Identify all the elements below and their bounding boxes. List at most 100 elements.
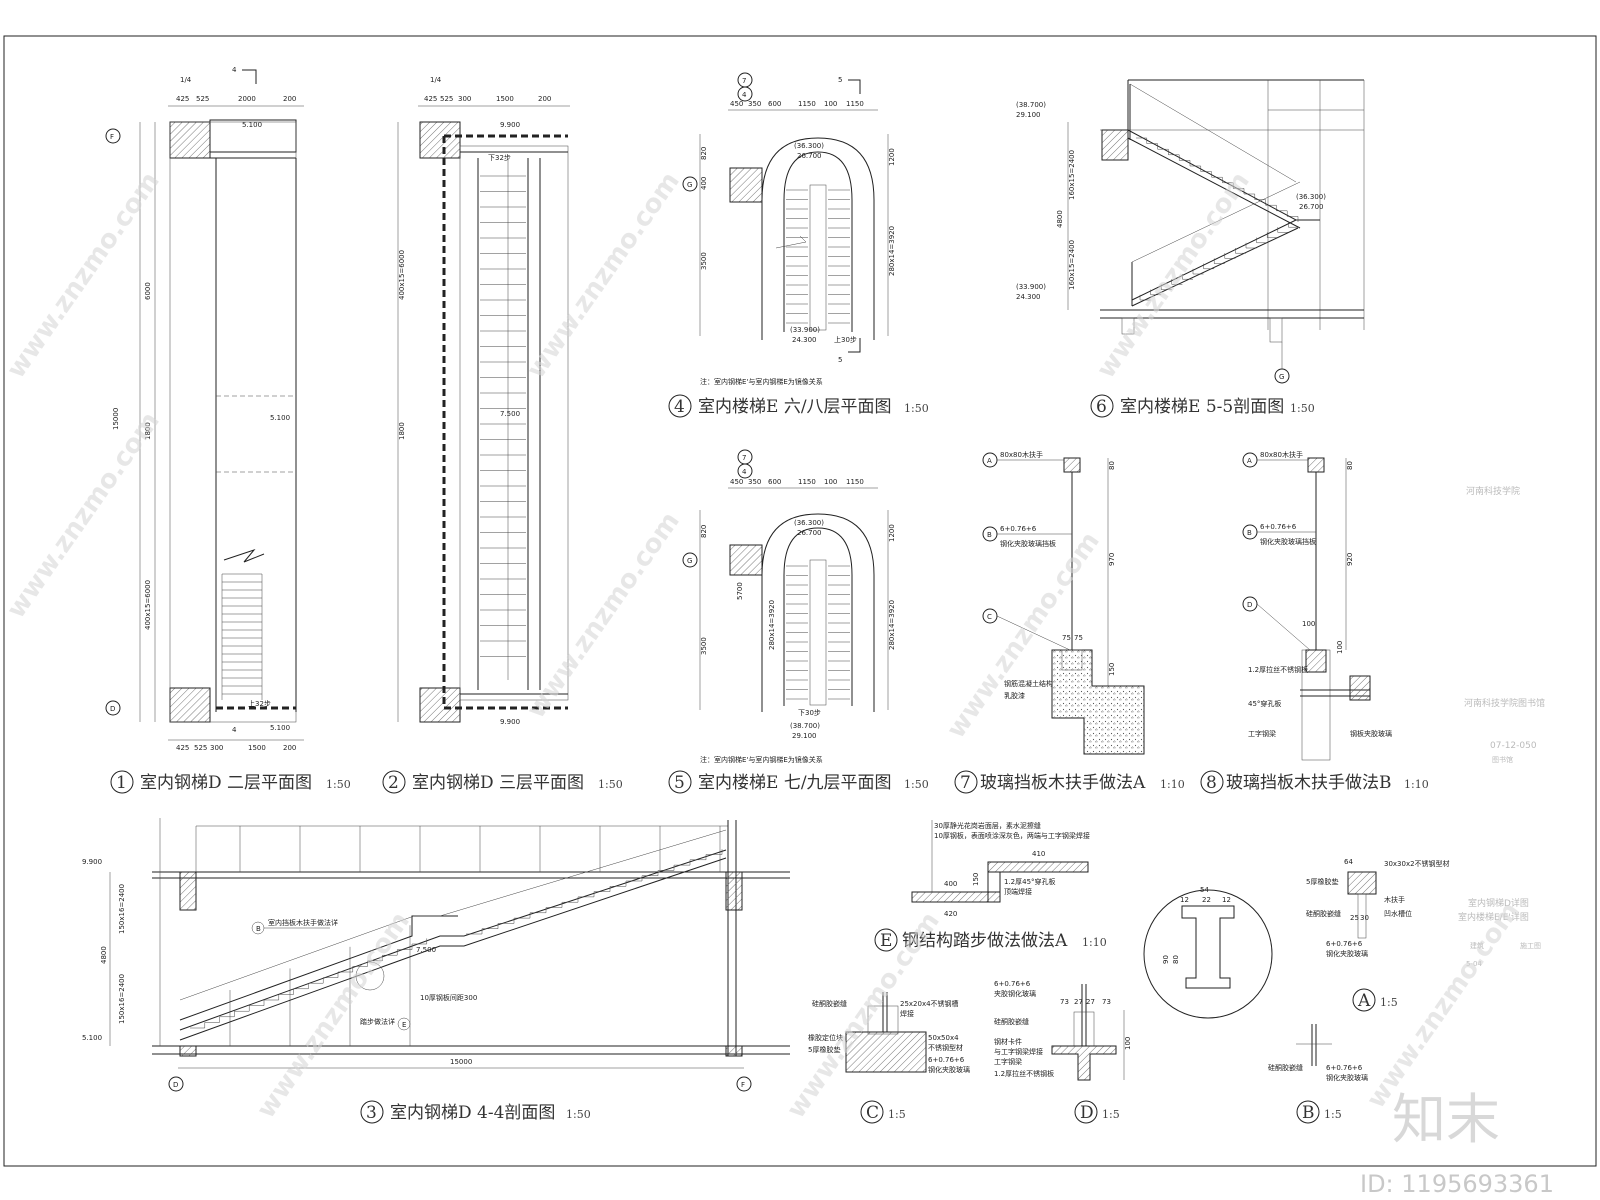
section-mark: 4 (232, 66, 237, 74)
label-text: 钢板夹胶玻璃 (1350, 729, 1392, 738)
title-number: 6 (1096, 397, 1107, 417)
drawing-title: 玻璃挡板木扶手做法A (980, 773, 1146, 793)
label-text: 焊接 (900, 1009, 914, 1018)
label-text: 木扶手 (1384, 895, 1405, 904)
label-text: 5厚橡胶垫 (1306, 877, 1338, 886)
label-text: 硅酮胶嵌缝 (1306, 909, 1341, 918)
title-d: D 1:5 (1074, 1100, 1120, 1124)
title-1: 1 室内钢梯D 二层平面图 1:50 (110, 770, 351, 794)
dim-text: 525 (196, 95, 209, 103)
dim-text: 920 (1346, 553, 1354, 566)
elev-label: 5.100 (242, 121, 262, 129)
label-text: 1.2厚45°穿孔板 (1004, 877, 1056, 886)
dim-text: 80 (1172, 955, 1180, 964)
label-text: 凹水槽位 (1384, 909, 1412, 918)
drawing-scale: 1:10 (1404, 778, 1429, 791)
detail-8-handrail-b: A 80x80木扶手 B 6+0.76+6 钢化夹胶玻璃挡板 D 1.2厚拉丝不… (1242, 450, 1392, 761)
drawing-scale: 1:5 (1102, 1108, 1120, 1121)
dim-text: 4800 (100, 946, 108, 964)
label-text: 钢材卡件 (994, 1037, 1022, 1046)
label-text: 6+0.76+6 (1326, 940, 1363, 948)
title-page: 5-04 (1466, 960, 1482, 968)
title-number: E (880, 931, 892, 951)
elev-label: 26.700 (797, 529, 822, 537)
detail-c-glass-base: 硅酮胶嵌缝 25x20x4不锈钢槽 焊接 50x50x4 不锈钢型材 橡胶定位块… (808, 992, 970, 1074)
dim-text: 400 (700, 177, 708, 190)
dim-text: 75 (1062, 634, 1071, 642)
dim-text: 600 (768, 478, 781, 486)
dim-text: 5700 (736, 582, 744, 600)
dim-text: 280x14=3920 (888, 226, 896, 276)
dim-text: 400x15=6000 (144, 580, 152, 630)
svg-text:D: D (1247, 601, 1252, 609)
label-text: 50x50x4 (928, 1034, 959, 1042)
title-label: 图书馆 (1492, 755, 1513, 764)
svg-text:B: B (987, 531, 992, 539)
label-text: 30厚静光花岗岩面层，素水泥擦缝 (934, 821, 1041, 830)
drawing-title: 钢结构踏步做法做法A (902, 931, 1068, 951)
dim-text: 150x16=2400 (118, 884, 126, 934)
section-3-4-4: 9.900 7.500 5.100 150x16=2400 4800 150x1… (82, 818, 790, 1092)
watermark-logo: 知末 (1392, 1088, 1500, 1151)
note-text: 注：室内钢梯E'与室内钢梯E为镜像关系 (700, 377, 823, 386)
dim-text: 54 (1200, 886, 1209, 894)
drawing-scale: 1:5 (1380, 996, 1398, 1009)
axis-label: 4 (742, 468, 747, 476)
label-text: 6+0.76+6 (928, 1056, 965, 1064)
axis-bubble-d (105, 700, 121, 716)
dim-text: 3500 (700, 637, 708, 655)
watermark-url: www.znzmo.com (1091, 167, 1256, 384)
axis-label: 1/4 (430, 76, 442, 84)
dim-text: 425 (424, 95, 437, 103)
label-text: 80x80木扶手 (1260, 450, 1303, 459)
detail-b-glass-joint: 硅酮胶嵌缝 6+0.76+6 钢化夹胶玻璃 (1268, 1024, 1368, 1082)
label-text: 钢化夹胶玻璃挡板 (1000, 539, 1056, 548)
label-text: 硅酮胶嵌缝 (1268, 1063, 1303, 1072)
label-text: 6+0.76+6 (1326, 1064, 1363, 1072)
axis-label: 7 (742, 77, 746, 85)
title-dept: 河南科技学院图书馆 (1464, 697, 1545, 709)
watermark-url: www.znzmo.com (1, 167, 166, 384)
drawing-title: 室内钢梯D 二层平面图 (140, 773, 312, 793)
label-text: 6+0.76+6 (994, 980, 1031, 988)
dim-text: 400 (944, 880, 957, 888)
dim-text: 73 (1102, 998, 1111, 1006)
title-7: 7 玻璃挡板木扶手做法A 1:10 (954, 770, 1185, 794)
section-mark: 5 (838, 76, 842, 84)
label-text: 钢筋混凝土结构 (1004, 679, 1053, 688)
dim-text: 600 (768, 100, 781, 108)
elev-label: 9.900 (500, 718, 520, 726)
label-text: 1.2厚拉丝不锈钢板 (994, 1069, 1054, 1078)
dim-text: 410 (1032, 850, 1045, 858)
label-text: 橡胶定位块 (808, 1033, 843, 1042)
dim-text: 420 (944, 910, 957, 918)
drawing-scale: 1:10 (1160, 778, 1185, 791)
detail-7-handrail-a: A 80x80木扶手 B 6+0.76+6 钢化夹胶玻璃挡板 C 钢筋混凝土结构… (982, 450, 1145, 755)
axis-label: 7 (742, 454, 746, 462)
dim-text: 150 (972, 873, 980, 886)
dim-text: 12 (1180, 896, 1189, 904)
svg-text:E: E (402, 1021, 406, 1029)
drawing-scale: 1:50 (904, 778, 929, 791)
detail-a-handrail-section: 64 30x30x2不锈钢型材 5厚橡胶垫 木扶手 硅酮胶嵌缝 凹水槽位 6+0… (1306, 858, 1450, 958)
dim-text: 1200 (888, 524, 896, 542)
steps-label: 下32步 (488, 154, 511, 162)
label-text: 钢化夹胶玻璃挡板 (1260, 537, 1316, 546)
title-number: 3 (366, 1103, 377, 1123)
dim-text: 15000 (112, 408, 120, 430)
elev-label: 24.300 (1016, 293, 1041, 301)
drawing-title: 玻璃挡板木扶手做法B (1226, 773, 1392, 793)
axis-label: 1/4 (180, 76, 192, 84)
plan-2-third-floor: 425 525 300 1500 200 1/4 9.900 7.500 9.9… (397, 76, 570, 726)
dim-text: 100 (824, 478, 837, 486)
dim-text: 80 (1346, 461, 1354, 470)
note-text: 注：室内钢梯E'与室内钢梯E为镜像关系 (700, 755, 823, 764)
label-text: 硅酮胶嵌缝 (994, 1017, 1029, 1026)
drawing-scale: 1:50 (326, 778, 351, 791)
dim-text: 4800 (1056, 210, 1064, 228)
watermark-url: www.znzmo.com (521, 167, 686, 384)
dim-text: 15000 (450, 1058, 472, 1066)
title-block: 河南科技学院 河南科技学院图书馆 07-12-050 图书馆 室内钢梯D详图 室… (1458, 485, 1545, 968)
plan-1-second-floor: 425 525 2000 200 1/4 4 5.100 5.100 5.100… (105, 66, 304, 752)
